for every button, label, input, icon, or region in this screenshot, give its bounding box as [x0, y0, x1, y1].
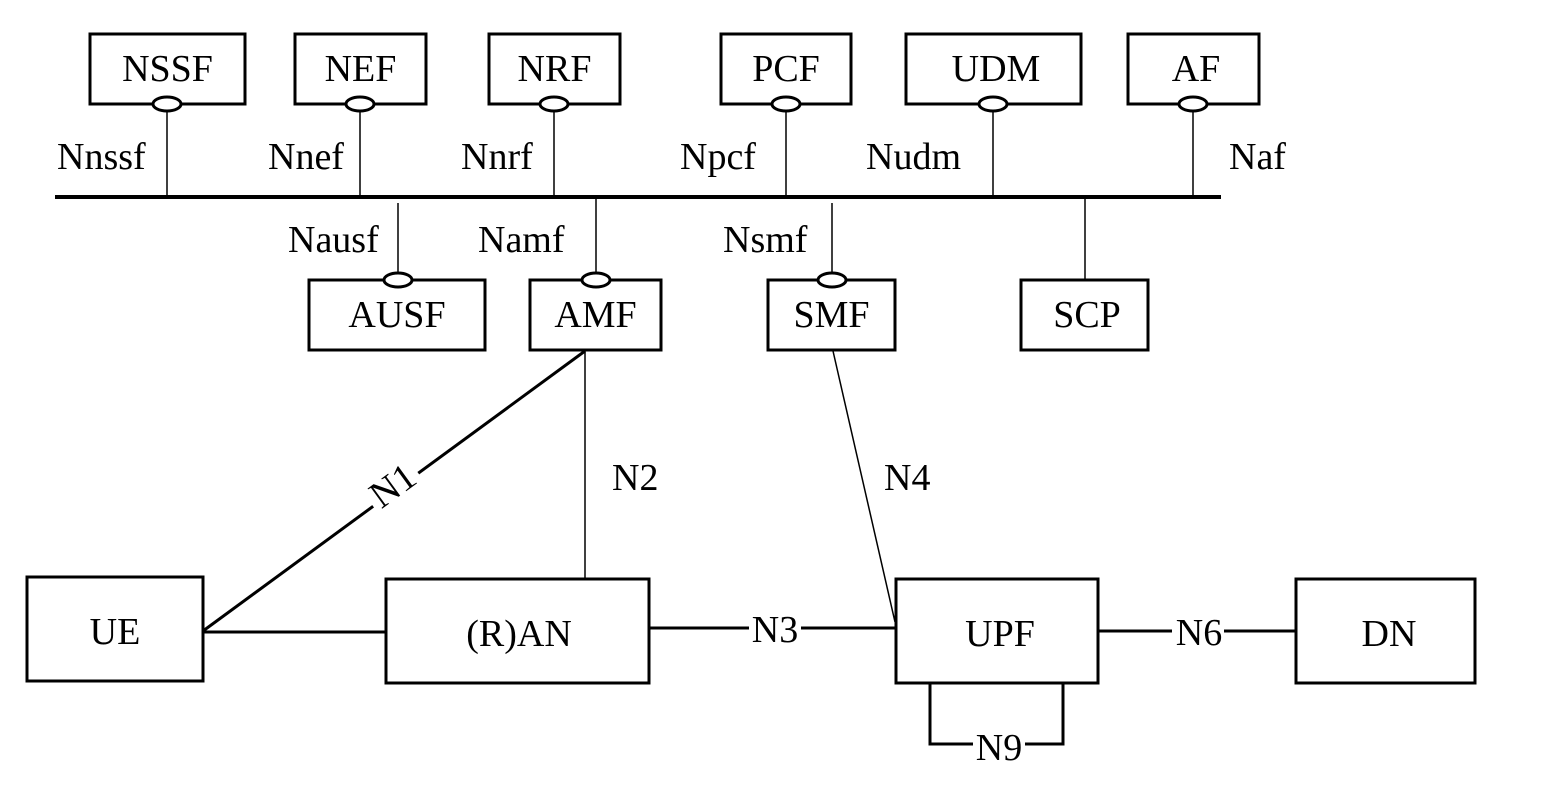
n9-interface-label: N9	[976, 727, 1022, 769]
ue-node: UE	[25, 575, 205, 683]
n4-interface-label: N4	[884, 457, 930, 499]
dn-node: DN	[1294, 577, 1477, 685]
ausf-service-port	[382, 271, 414, 289]
nssf-label: NSSF	[122, 48, 213, 90]
nnssf-interface-label: Nnssf	[57, 136, 146, 178]
nrf-label: NRF	[518, 48, 592, 90]
ran-label: (R)AN	[466, 613, 572, 655]
npcf-interface-label: Npcf	[680, 136, 756, 178]
n4-link	[832, 350, 896, 623]
udm-label: UDM	[952, 48, 1041, 90]
smf-node: SMF	[766, 278, 897, 352]
nsmf-interface-label: Nsmf	[723, 219, 808, 261]
nssf-node: NSSF	[88, 32, 247, 106]
ausf-label: AUSF	[348, 294, 445, 336]
nrf-node: NRF	[487, 32, 622, 106]
scp-label: SCP	[1053, 294, 1121, 336]
ue-label: UE	[90, 611, 141, 653]
upf-label: UPF	[965, 613, 1035, 655]
n3-interface-label: N3	[752, 609, 798, 651]
upf-node: UPF	[894, 577, 1100, 685]
udm-node: UDM	[904, 32, 1083, 106]
dn-label: DN	[1362, 613, 1417, 655]
ausf-node: AUSF	[307, 278, 487, 352]
nef-label: NEF	[325, 48, 397, 90]
naf-interface-label: Naf	[1229, 136, 1286, 178]
scp-node: SCP	[1019, 278, 1150, 352]
amf-service-port	[580, 271, 612, 289]
n2-interface-label: N2	[612, 457, 658, 499]
pcf-node: PCF	[719, 32, 853, 106]
nrf-service-port	[538, 95, 570, 113]
pcf-service-port	[770, 95, 802, 113]
n6-interface-label: N6	[1176, 612, 1222, 654]
namf-interface-label: Namf	[478, 219, 565, 261]
amf-label: AMF	[554, 294, 636, 336]
nausf-interface-label: Nausf	[288, 219, 379, 261]
nnef-interface-label: Nnef	[268, 136, 344, 178]
nef-service-port	[344, 95, 376, 113]
udm-service-port	[977, 95, 1009, 113]
smf-label: SMF	[793, 294, 869, 336]
af-node: AF	[1126, 32, 1261, 106]
amf-node: AMF	[528, 278, 663, 352]
nudm-interface-label: Nudm	[866, 136, 961, 178]
ran-node: (R)AN	[384, 577, 651, 685]
nnrf-interface-label: Nnrf	[461, 136, 533, 178]
smf-service-port	[816, 271, 848, 289]
af-service-port	[1177, 95, 1209, 113]
pcf-label: PCF	[752, 48, 820, 90]
af-label: AF	[1172, 48, 1221, 90]
nssf-service-port	[151, 95, 183, 113]
nef-node: NEF	[293, 32, 428, 106]
